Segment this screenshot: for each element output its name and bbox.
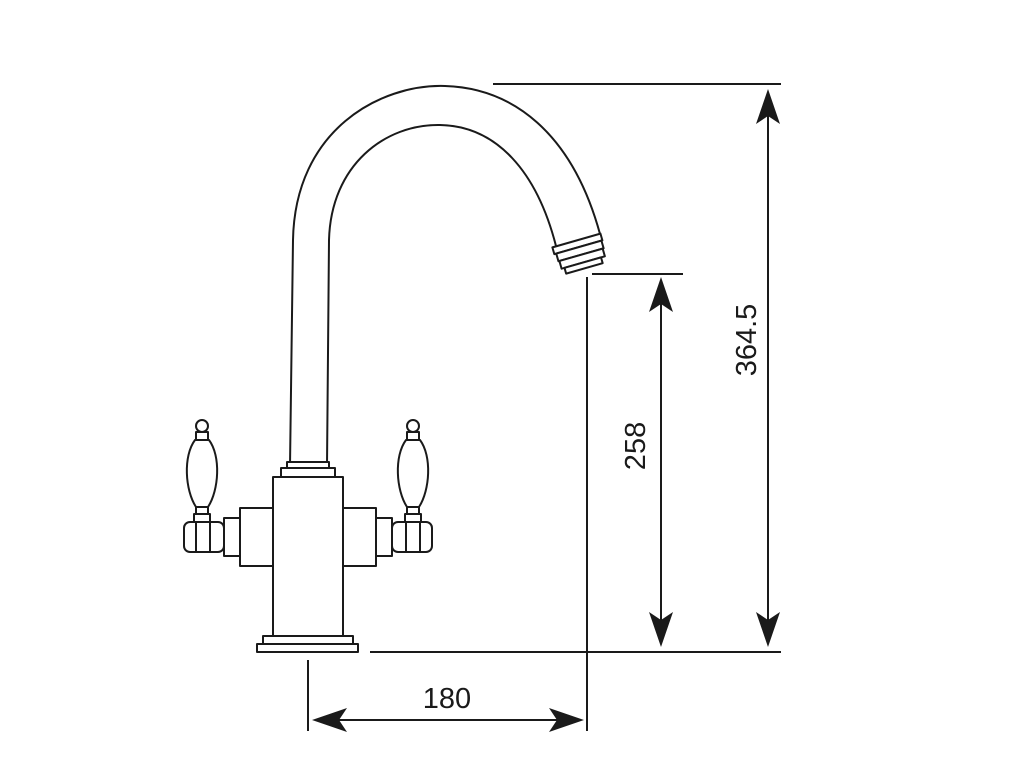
right-handle-hub [391, 521, 433, 553]
base-plate-top [262, 635, 354, 645]
spout-height-label: 258 [620, 422, 652, 470]
spout [280, 84, 606, 478]
left-handle [183, 419, 225, 553]
right-valve-block [342, 507, 377, 567]
right-connector [375, 517, 393, 557]
spout-inner-edge [326, 123, 557, 467]
right-lever-neck [406, 431, 420, 441]
faucet [183, 84, 606, 653]
left-lever-finial [195, 419, 209, 433]
left-lever-neck [195, 431, 209, 441]
spout-reach-arrow-left [312, 708, 347, 732]
right-lever-collar-upper [406, 506, 420, 515]
spout-reach-dimension: 180 [312, 683, 584, 732]
base-plate-bottom [256, 643, 359, 653]
spout-nozzle [551, 232, 606, 275]
faucet-body [272, 476, 344, 637]
right-lever-body [396, 439, 430, 508]
left-valve-block [239, 507, 274, 567]
spout-height-arrow-top [649, 277, 673, 312]
spout-reach-arrow-right [549, 708, 584, 732]
spout-collar-bottom [280, 467, 336, 478]
spout-height-dimension: 258 [620, 277, 673, 647]
left-connector [223, 517, 241, 557]
left-lever-collar-lower [193, 513, 211, 523]
dimension-annotations: 364.5 258 180 [307, 83, 781, 732]
overall-height-dimension: 364.5 [731, 89, 780, 647]
overall-height-label: 364.5 [731, 304, 763, 377]
right-lever-finial [406, 419, 420, 433]
right-handle [391, 419, 433, 553]
left-lever-collar-upper [195, 506, 209, 515]
left-handle-hub [183, 521, 225, 553]
overall-height-arrow-top [756, 89, 780, 124]
nozzle-tip [563, 256, 604, 275]
spout-outer-edge [289, 84, 601, 467]
spout-height-arrow-bottom [649, 612, 673, 647]
overall-height-arrow-bottom [756, 612, 780, 647]
right-lever-collar-lower [404, 513, 422, 523]
spout-reach-label: 180 [423, 683, 471, 715]
left-lever-body [185, 439, 219, 508]
